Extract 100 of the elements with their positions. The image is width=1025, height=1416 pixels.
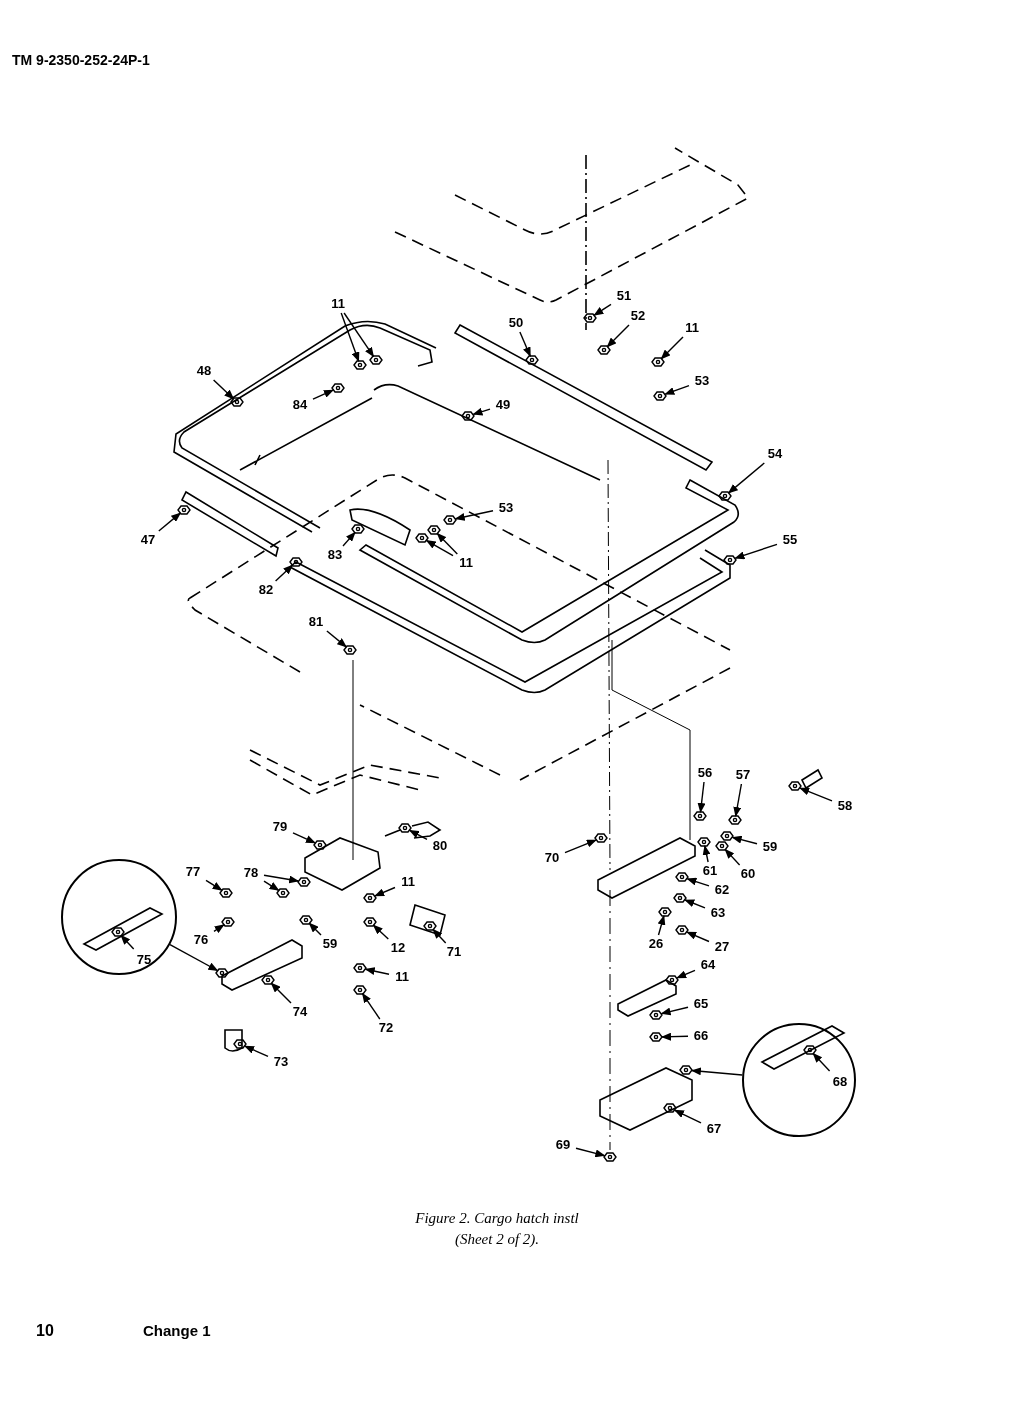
- part-drawing: [693, 811, 707, 821]
- detail-view-circle: [742, 1023, 856, 1137]
- leader-line: [664, 384, 690, 395]
- callout-number: 71: [442, 944, 466, 960]
- callout-number: 72: [374, 1020, 398, 1036]
- leader-line: [312, 389, 334, 400]
- callout-number: 53: [494, 500, 518, 516]
- part-drawing: [597, 345, 611, 355]
- callout-number: 59: [758, 839, 782, 855]
- callout-number: 60: [736, 866, 760, 882]
- leader-line: [799, 787, 833, 802]
- part-drawing: [233, 1039, 247, 1049]
- leader-line: [472, 407, 491, 416]
- part-drawing: [353, 985, 367, 995]
- part-drawing: [261, 975, 275, 985]
- leader-line: [660, 336, 684, 360]
- part-drawing: [583, 313, 597, 323]
- part-drawing: [651, 357, 665, 367]
- callout-number: 53: [690, 373, 714, 389]
- leader-line: [606, 324, 630, 348]
- part-drawing: [525, 355, 539, 365]
- callout-number: 64: [696, 957, 720, 973]
- part-drawing: [803, 1045, 817, 1055]
- part-drawing: [221, 917, 235, 927]
- callout-number: 26: [644, 936, 668, 952]
- callout-number: 56: [693, 765, 717, 781]
- leader-line: [408, 829, 428, 840]
- part-drawing: [423, 921, 437, 931]
- leader-line: [454, 510, 494, 521]
- part-drawing: [649, 1032, 663, 1042]
- callout-number: 48: [192, 363, 216, 379]
- leader-line: [733, 783, 743, 817]
- callout-number: 62: [710, 882, 734, 898]
- change-note: Change 1: [143, 1322, 211, 1339]
- part-drawing: [720, 831, 734, 841]
- detail-view-circle: [61, 859, 177, 975]
- leader-line: [727, 462, 765, 494]
- leader-line: [425, 539, 454, 557]
- callout-number: 79: [268, 819, 292, 835]
- leader-line: [263, 880, 280, 891]
- callout-number: 61: [698, 863, 722, 879]
- leader-line: [372, 924, 389, 940]
- part-drawing: [299, 915, 313, 925]
- callout-number: 78: [239, 865, 263, 881]
- part-drawing: [297, 877, 311, 887]
- leader-line: [674, 1109, 702, 1124]
- leader-line: [205, 879, 223, 891]
- leader-line: [519, 331, 531, 358]
- callout-number: 63: [706, 905, 730, 921]
- part-drawing: [594, 833, 608, 843]
- part-drawing: [351, 524, 365, 534]
- callout-number: 49: [491, 397, 515, 413]
- leader-line: [244, 1045, 269, 1057]
- part-drawing: [675, 925, 689, 935]
- page-number: 10: [36, 1322, 54, 1340]
- callout-number: 84: [288, 397, 312, 413]
- callout-number: 47: [136, 532, 160, 548]
- leader-line: [326, 630, 347, 648]
- part-drawing: [313, 840, 327, 850]
- leader-line: [436, 532, 458, 555]
- part-drawing: [679, 1065, 693, 1075]
- part-drawing: [673, 893, 687, 903]
- part-drawing: [219, 888, 233, 898]
- part-drawing: [353, 963, 367, 973]
- leader-line: [724, 848, 741, 866]
- leader-line: [575, 1147, 606, 1158]
- leader-line: [263, 874, 300, 884]
- leader-line: [676, 969, 696, 979]
- leader-line: [158, 512, 182, 532]
- part-drawing: [111, 927, 125, 937]
- callout-number: 65: [689, 996, 713, 1012]
- callout-number: 73: [269, 1054, 293, 1070]
- callout-number: 76: [189, 932, 213, 948]
- part-drawing: [728, 815, 742, 825]
- callout-number: 74: [288, 1004, 312, 1020]
- leader-line: [212, 379, 235, 400]
- callout-number: 67: [702, 1121, 726, 1137]
- figure-caption: Figure 2. Cargo hatch instl (Sheet 2 of 2).: [414, 1209, 580, 1249]
- callout-number: 69: [551, 1137, 575, 1153]
- leader-line: [657, 914, 666, 936]
- part-drawing: [443, 515, 457, 525]
- leader-line: [374, 886, 396, 897]
- leader-line: [342, 531, 356, 547]
- callout-number: 83: [323, 547, 347, 563]
- leader-line: [343, 312, 375, 358]
- callout-number: 54: [763, 446, 787, 462]
- callout-number: 11: [396, 874, 420, 890]
- part-drawing: [658, 907, 672, 917]
- part-drawing: [788, 781, 802, 791]
- part-drawing: [649, 1010, 663, 1020]
- leader-line: [731, 835, 758, 845]
- callout-number: 68: [828, 1074, 852, 1090]
- part-drawing: [461, 411, 475, 421]
- callout-number: 66: [689, 1028, 713, 1044]
- leader-line: [660, 1006, 689, 1016]
- callout-number: 11: [454, 555, 478, 571]
- leader-line: [364, 967, 390, 975]
- part-drawing: [369, 355, 383, 365]
- callout-number: 75: [132, 952, 156, 968]
- part-drawing: [715, 841, 729, 851]
